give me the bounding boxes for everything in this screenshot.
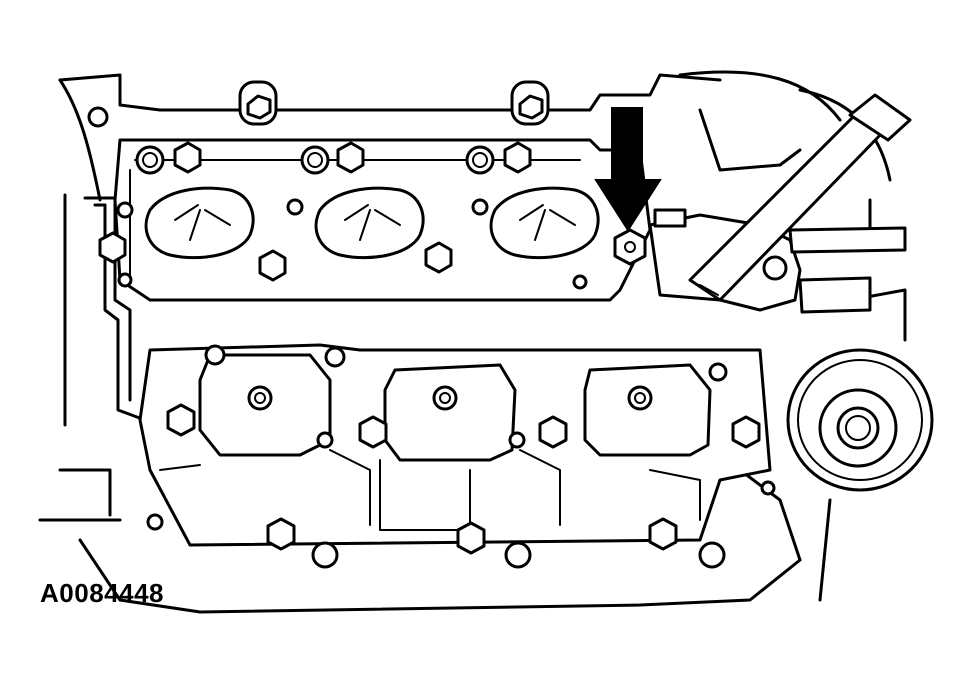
lower-manifold [138,343,776,569]
lower-bolts [166,403,761,555]
down-arrow-icon [594,107,662,232]
bolt-icon [238,80,278,126]
figure-id-label: A0084448 [40,578,164,608]
indicated-nut [613,228,647,266]
upper-flange-plate [113,138,652,302]
callout-arrow [594,107,662,266]
hex-nuts-upper [98,141,532,282]
top-bolts [238,80,550,126]
engine-block-outline [38,70,907,614]
port-opening [144,186,255,260]
bolt-icon [510,80,550,126]
port-opening [489,186,600,260]
port-opening [314,186,425,260]
coolant-housing [648,93,912,314]
pulley [786,348,934,492]
